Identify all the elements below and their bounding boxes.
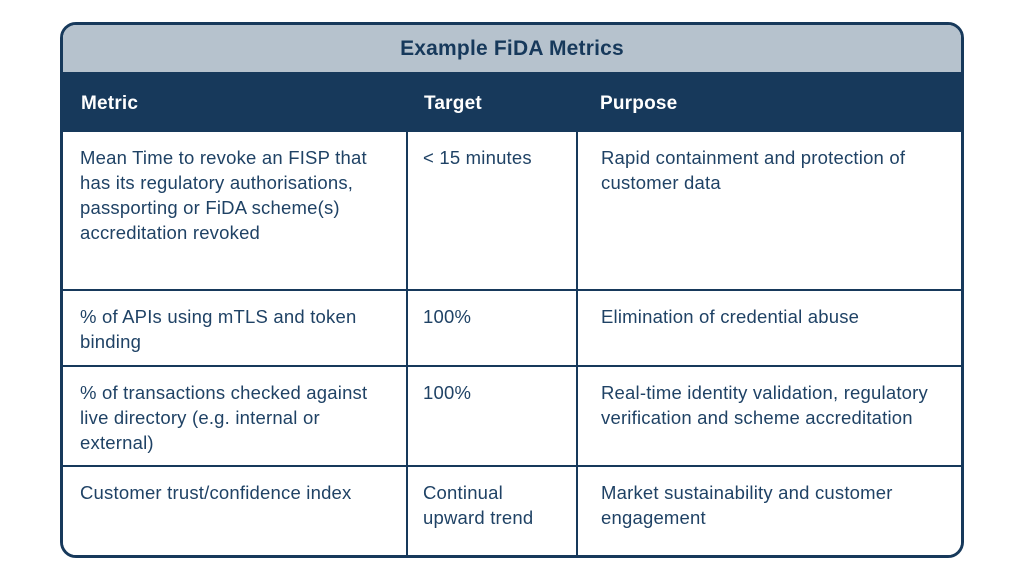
target-cell: Continual upward trend bbox=[406, 467, 576, 555]
metric-cell: Customer trust/confidence index bbox=[80, 482, 352, 503]
purpose-cell: Market sustainability and customer engag… bbox=[576, 467, 961, 555]
fida-metrics-table: Example FiDA Metrics Metric Target Purpo… bbox=[60, 22, 964, 558]
target-cell: 100% bbox=[406, 367, 576, 465]
metric-cell: % of transactions checked against live d… bbox=[80, 382, 368, 453]
target-cell: < 15 minutes bbox=[406, 132, 576, 289]
column-header-metric: Metric bbox=[81, 92, 139, 114]
purpose-cell: Elimination of credential abuse bbox=[576, 291, 961, 365]
table-row: Customer trust/confidence index Continua… bbox=[63, 465, 961, 555]
table-title: Example FiDA Metrics bbox=[400, 36, 624, 60]
purpose-cell: Rapid containment and protection of cust… bbox=[576, 132, 961, 289]
purpose-cell: Real-time identity validation, regulator… bbox=[576, 367, 961, 465]
table-row: Mean Time to revoke an FISP that has its… bbox=[63, 132, 961, 289]
metric-cell: % of APIs using mTLS and token binding bbox=[80, 306, 357, 352]
table-title-bar: Example FiDA Metrics bbox=[63, 25, 961, 75]
table-row: % of transactions checked against live d… bbox=[63, 365, 961, 465]
table-header-row: Metric Target Purpose bbox=[63, 75, 961, 132]
target-cell: 100% bbox=[406, 291, 576, 365]
table-row: % of APIs using mTLS and token binding 1… bbox=[63, 289, 961, 365]
column-header-purpose: Purpose bbox=[600, 92, 678, 114]
metric-cell: Mean Time to revoke an FISP that has its… bbox=[80, 147, 367, 243]
column-header-target: Target bbox=[424, 92, 482, 114]
